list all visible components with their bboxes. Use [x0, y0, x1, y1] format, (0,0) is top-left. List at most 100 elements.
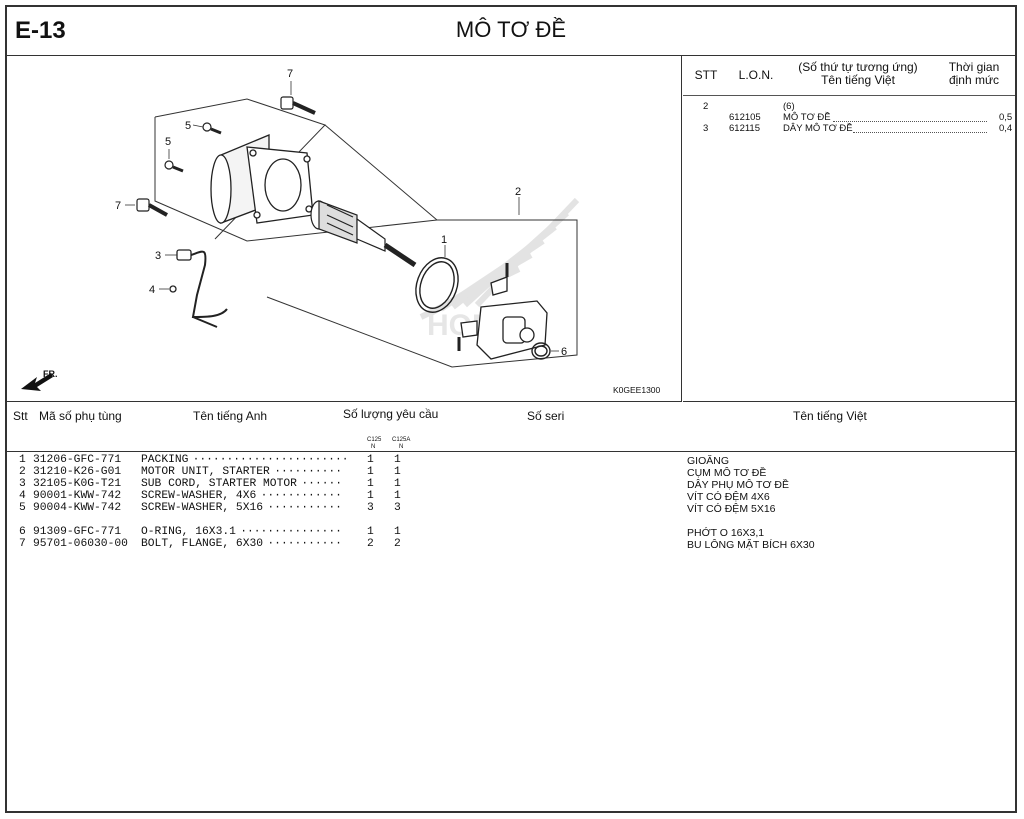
page-header: E-13 MÔ TƠ ĐỀ [7, 7, 1015, 56]
bolt-7-top [280, 96, 316, 115]
row-3-part-no: 32105-K0G-T21 [33, 478, 122, 490]
diagram-drawing: HONDA [21, 68, 661, 395]
col-stt: Stt [13, 409, 28, 423]
armature [310, 200, 417, 268]
row-7-qty-c125a: 2 [394, 538, 401, 550]
rp-header-lon: L.O.N. [738, 68, 774, 82]
rp-row3-stt: 3 [703, 123, 709, 134]
rp-row2-lon: 612105 [729, 112, 761, 123]
rp-header-stt: STT [694, 68, 718, 82]
parts-table-header: Stt Mã số phụ tùng Tên tiếng Anh Số lượn… [7, 401, 1015, 452]
col-qty: Số lượng yêu cầu [343, 407, 439, 421]
end-cover [457, 263, 548, 360]
row-3-qty-c125: 1 [367, 478, 374, 490]
row-4-part-no: 90001-KWW-742 [33, 490, 122, 502]
labor-time-panel: STT L.O.N. (Số thứ tự tương ứng) Tên tiế… [683, 55, 1015, 402]
callout-4: 4 [149, 284, 155, 296]
row-5-qty-c125: 3 [367, 502, 374, 514]
rp-row3-dots [853, 132, 987, 133]
rp-row3-time: 0,4 [999, 123, 1013, 134]
row-7-vietnamese: BU LÔNG MẶT BÍCH 6X30 [687, 539, 815, 551]
rp-header-name-2: Tên tiếng Việt [821, 73, 895, 87]
row-2-stt: 2 [19, 466, 26, 478]
row-1-vietnamese: GIOĂNG [687, 455, 730, 467]
row-1-qty-c125a: 1 [394, 454, 401, 466]
o-ring-1 [415, 257, 459, 313]
row-6-vietnamese: PHỚT O 16X3,1 [687, 527, 765, 539]
parts-page: E-13 MÔ TƠ ĐỀ HONDA [5, 5, 1017, 813]
rp-divider [683, 95, 1015, 96]
row-5-dots: ··········· [267, 502, 342, 514]
row-3-qty-c125a: 1 [394, 478, 401, 490]
model-c125: C125 [367, 437, 382, 443]
row-6-english: O-RING, 16X3.1 [141, 526, 236, 538]
row-2-qty-c125: 1 [367, 466, 374, 478]
row-1-part-no: 31206-GFC-771 [33, 454, 122, 466]
row-4-english: SCREW-WASHER, 4X6 [141, 490, 257, 502]
rp-row2-dots [833, 121, 987, 122]
callout-numbers: 7 5 5 7 3 4 1 2 6 [115, 68, 567, 358]
col-serial: Số seri [527, 409, 565, 423]
page-title: MÔ TƠ ĐỀ [455, 17, 567, 42]
image-code: K0GEE1300 [613, 385, 661, 395]
row-4-stt: 4 [19, 490, 26, 502]
callout-6: 6 [561, 346, 567, 358]
leader-lines [125, 81, 559, 352]
callout-2: 2 [515, 186, 521, 198]
page-code: E-13 [15, 17, 66, 44]
row-1-stt: 1 [19, 454, 26, 466]
row-4-qty-c125: 1 [367, 490, 374, 502]
model-c125-sub: N [371, 444, 376, 450]
bolt-7-left [136, 198, 168, 217]
rp-row2-time: 0,5 [999, 112, 1013, 123]
callout-7-left: 7 [115, 200, 121, 212]
rp-row3-name: DÂY MÔ TƠ ĐỀ [783, 123, 853, 134]
row-3-vietnamese: DÂY PHỤ MÔ TƠ ĐỀ [687, 479, 789, 491]
row-6-qty-c125a: 1 [394, 526, 401, 538]
col-vietnamese: Tên tiếng Việt [793, 409, 867, 423]
row-1-dots: ······················· [192, 454, 349, 466]
rp-row1-name: (6) [783, 101, 795, 112]
row-5-qty-c125a: 3 [394, 502, 401, 514]
row-2-dots: ·········· [274, 466, 342, 478]
row-1-english: PACKING [141, 454, 189, 466]
row-2-part-no: 31210-K26-G01 [33, 466, 122, 478]
callout-7-top: 7 [287, 68, 293, 80]
col-english: Tên tiếng Anh [193, 409, 268, 423]
fr-label: FR. [43, 369, 58, 379]
rp-header-name-1: (Số thứ tự tương ứng) [798, 60, 918, 74]
model-c125a: C125A [392, 437, 411, 443]
rp-header-time-2: định mức [948, 73, 1000, 87]
row-5-vietnamese: VÍT CÓ ĐỆM 5X16 [687, 503, 776, 515]
row-7-english: BOLT, FLANGE, 6X30 [141, 538, 264, 550]
motor-housing [210, 134, 314, 224]
model-c125a-sub: N [399, 444, 404, 450]
row-7-stt: 7 [19, 538, 26, 550]
row-4-vietnamese: VÍT CÓ ĐỆM 4X6 [687, 491, 770, 503]
callout-5-b: 5 [165, 136, 171, 148]
exploded-diagram: HONDA [7, 55, 682, 402]
row-5-part-no: 90004-KWW-742 [33, 502, 122, 514]
row-6-qty-c125: 1 [367, 526, 374, 538]
callout-5-a: 5 [185, 120, 191, 132]
col-part-no: Mã số phụ tùng [39, 409, 122, 423]
row-6-stt: 6 [19, 526, 26, 538]
front-direction-arrow: FR. [21, 369, 58, 391]
rp-header-time-1: Thời gian [948, 60, 1000, 74]
screws-5 [164, 122, 222, 173]
row-2-qty-c125a: 1 [394, 466, 401, 478]
rp-row3-lon: 612115 [729, 123, 760, 134]
row-3-stt: 3 [19, 478, 26, 490]
row-7-qty-c125: 2 [367, 538, 374, 550]
row-6-part-no: 91309-GFC-771 [33, 526, 122, 538]
row-5-stt: 5 [19, 502, 26, 514]
row-1-qty-c125: 1 [367, 454, 374, 466]
callout-3: 3 [155, 250, 161, 262]
sub-cord [169, 249, 228, 328]
row-7-dots: ··········· [267, 538, 342, 550]
rp-row2-name: MÔ TƠ ĐỀ [783, 112, 831, 123]
row-3-english: SUB CORD, STARTER MOTOR [141, 478, 297, 490]
callout-1: 1 [441, 234, 447, 246]
row-5-english: SCREW-WASHER, 5X16 [141, 502, 264, 514]
row-2-vietnamese: CỤM MÔ TƠ ĐỀ [687, 467, 767, 479]
